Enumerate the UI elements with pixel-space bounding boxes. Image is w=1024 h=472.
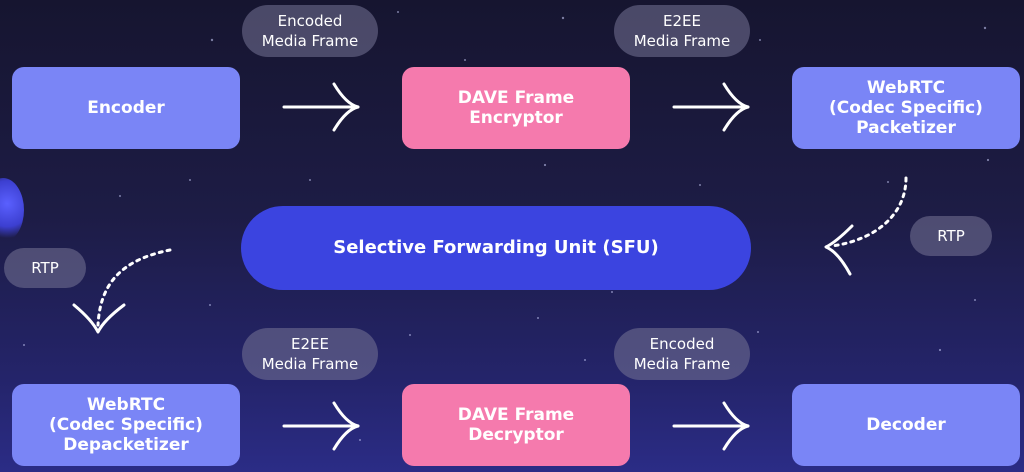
depacketizer-node: WebRTC (Codec Specific) Depacketizer (12, 384, 240, 466)
arrow-packetizer-to-sfu (824, 176, 908, 276)
decryptor-node: DAVE Frame Decryptor (402, 384, 630, 466)
arrow-depacketizer-to-decryptor (282, 401, 360, 451)
label-rtp-right: RTP (910, 216, 992, 256)
label-encoded-media-frame-bottom: Encoded Media Frame (614, 328, 750, 380)
arrow-decryptor-to-decoder (672, 401, 750, 451)
decoder-node: Decoder (792, 384, 1020, 466)
packetizer-node: WebRTC (Codec Specific) Packetizer (792, 67, 1020, 149)
arrow-encryptor-to-packetizer (672, 82, 750, 132)
label-encoded-media-frame-top: Encoded Media Frame (242, 5, 378, 57)
encoder-node: Encoder (12, 67, 240, 149)
label-e2ee-media-frame-top: E2EE Media Frame (614, 5, 750, 57)
label-e2ee-media-frame-bottom: E2EE Media Frame (242, 328, 378, 380)
sfu-node: Selective Forwarding Unit (SFU) (241, 206, 751, 290)
encryptor-node: DAVE Frame Encryptor (402, 67, 630, 149)
arrow-encoder-to-encryptor (282, 82, 360, 132)
label-rtp-left: RTP (4, 248, 86, 288)
arrow-sfu-to-depacketizer (72, 248, 172, 334)
